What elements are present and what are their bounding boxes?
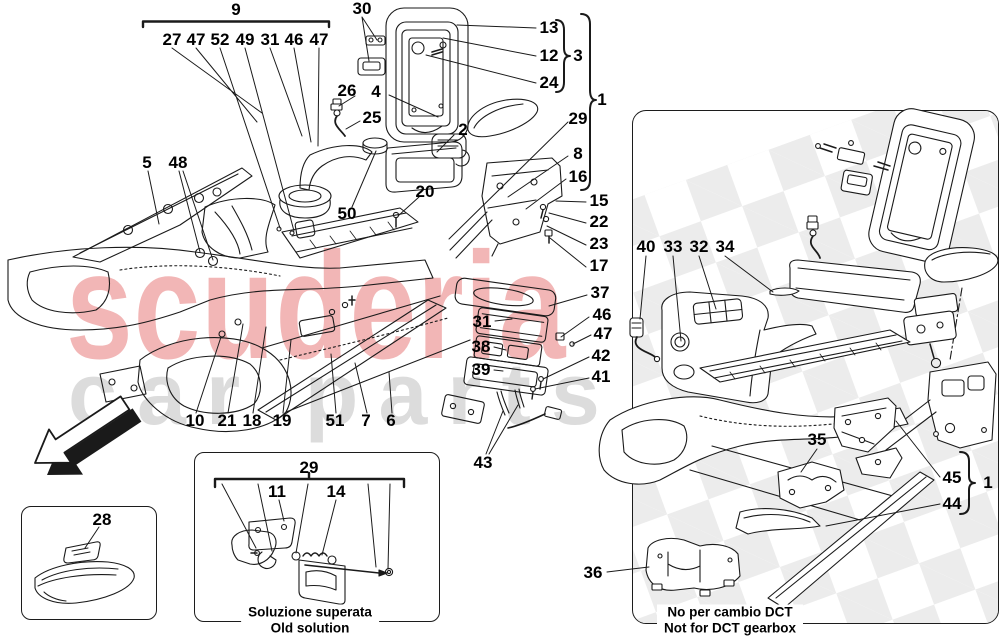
armrest-cushion-art xyxy=(467,98,539,138)
tunnel-lower-console-art xyxy=(99,295,471,433)
inset-box-dct-variant xyxy=(632,110,999,624)
dct-latch-mechanism-art xyxy=(903,293,959,369)
lighter-socket-art xyxy=(629,317,661,363)
dct-cushion-art xyxy=(924,247,999,283)
dct-storage-bin-art xyxy=(789,259,921,313)
ashtray-stack-art xyxy=(441,277,575,429)
cable-connector-art xyxy=(330,98,346,137)
gear-boot-art xyxy=(201,197,276,259)
group-braces xyxy=(555,13,976,515)
caption-dct-note-it: No per cambio DCT xyxy=(667,604,793,620)
dct-gear-support-art xyxy=(877,361,997,451)
caption-dct-note: No per cambio DCT Not for DCT gearbox xyxy=(656,604,804,636)
dct-cable-art xyxy=(806,215,821,259)
latch-mechanism-art xyxy=(431,133,563,259)
side-trim-blade-art xyxy=(257,299,447,421)
old-solution-inset-art xyxy=(231,517,394,605)
centerline-dashdot xyxy=(949,287,963,361)
cupholder-module-art xyxy=(278,137,463,219)
armrest-lid-art xyxy=(385,7,469,143)
armrest-pad-inset-art xyxy=(34,541,135,604)
direction-arrow xyxy=(34,395,142,475)
caption-old-solution-it: Soluzione superata xyxy=(248,604,372,620)
caption-old-solution: Soluzione superata Old solution xyxy=(241,604,379,636)
leader-lines xyxy=(84,16,941,573)
caption-dct-note-en: Not for DCT gearbox xyxy=(663,620,797,635)
inset-box-armrest-pad xyxy=(21,506,157,620)
tunnel-upper-art xyxy=(7,207,434,331)
dct-brackets-art xyxy=(735,397,903,535)
lid-hinge-parts-art xyxy=(357,35,386,76)
dct-bottom-cover-art xyxy=(645,537,741,597)
left-trim-blade-art xyxy=(72,167,253,267)
dct-tunnel-art xyxy=(598,329,911,521)
caption-old-solution-en: Old solution xyxy=(270,620,350,635)
group-brackets xyxy=(141,20,406,489)
dct-armrest-lid-art xyxy=(815,108,975,263)
dct-console-art xyxy=(661,287,817,404)
